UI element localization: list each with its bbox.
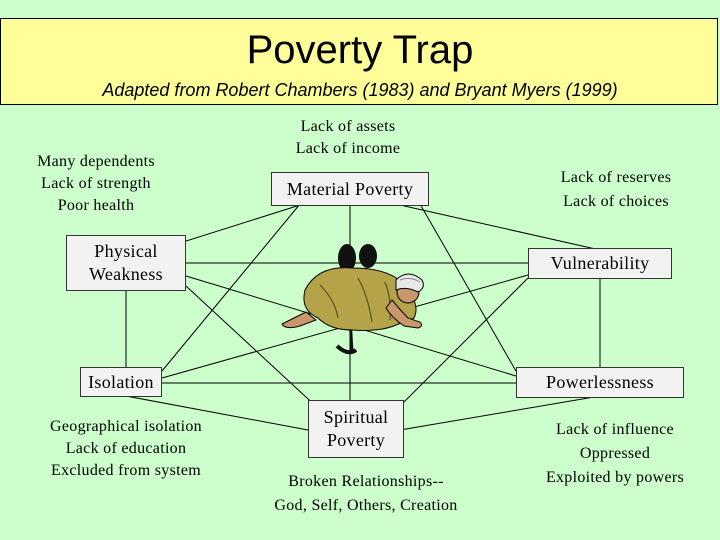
node-isolation: Isolation bbox=[80, 367, 162, 397]
page-subtitle: Adapted from Robert Chambers (1983) and … bbox=[102, 80, 618, 100]
note-vulnerability: Lack of reserves Lack of choices bbox=[560, 169, 672, 210]
link-material-powerlessness bbox=[419, 203, 517, 372]
bent-person-in-chains-icon bbox=[281, 244, 424, 355]
link-vulnerability-spiritual bbox=[395, 277, 529, 411]
link-material-isolation bbox=[161, 203, 301, 372]
note-spiritual: Broken Relationships-- God, Self, Others… bbox=[274, 473, 458, 514]
note-powerlessness: Lack of influence Oppressed Exploited by… bbox=[545, 421, 685, 486]
node-powerlessness: Powerlessness bbox=[516, 367, 684, 398]
link-powerlessness-spiritual bbox=[399, 395, 601, 431]
note-physical: Many dependents Lack of strength Poor he… bbox=[37, 153, 155, 214]
link-isolation-spiritual bbox=[125, 395, 309, 431]
note-material: Lack of assets Lack of income bbox=[295, 118, 401, 157]
link-physical-spiritual bbox=[185, 285, 321, 411]
node-physical-weakness: Physical Weakness bbox=[66, 235, 186, 291]
page-title: Poverty Trap bbox=[246, 28, 474, 72]
title-band bbox=[0, 18, 718, 105]
link-material-vulnerability bbox=[399, 204, 601, 251]
node-spiritual-poverty: Spiritual Poverty bbox=[308, 400, 404, 458]
node-vulnerability: Vulnerability bbox=[528, 248, 672, 279]
node-material-poverty: Material Poverty bbox=[271, 172, 429, 206]
note-isolation: Geographical isolation Lack of education… bbox=[50, 418, 202, 479]
